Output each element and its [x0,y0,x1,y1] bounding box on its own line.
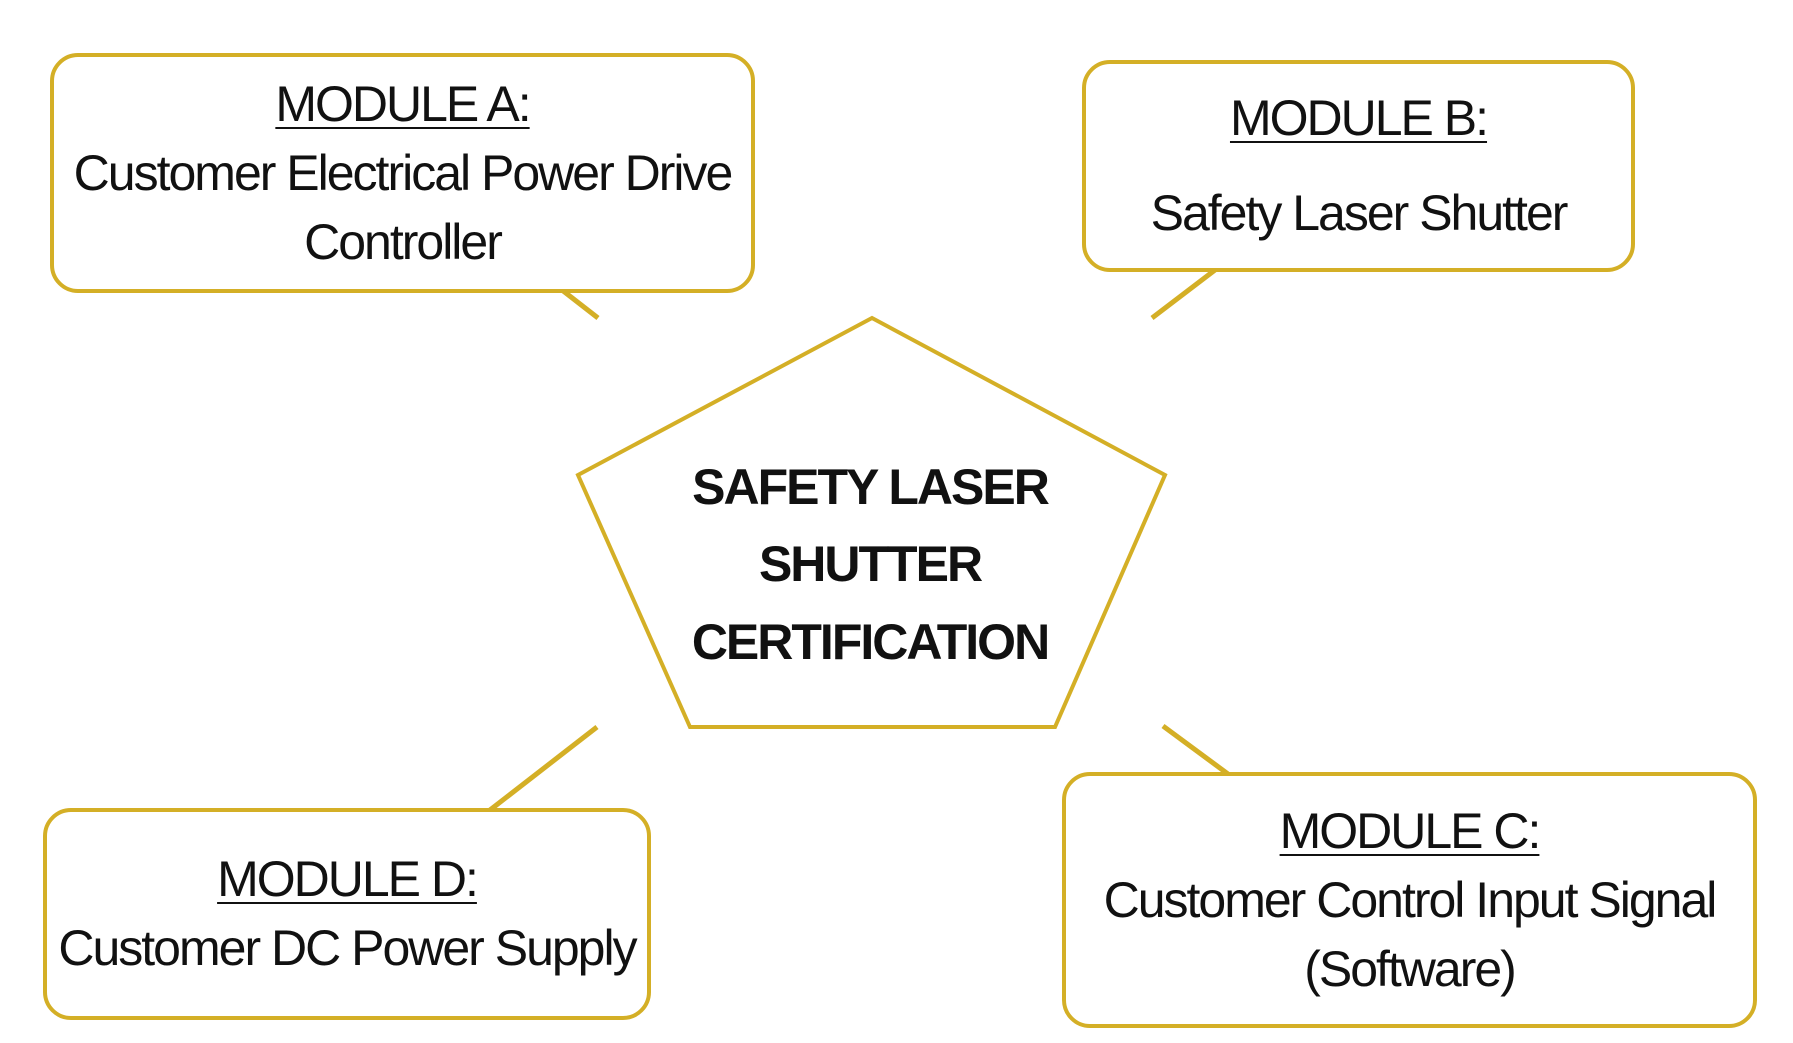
module-a-description-line-2: Controller [304,213,503,270]
module-b-title: MODULE B: [1229,90,1489,146]
module-d-title: MODULE D: [217,851,479,907]
module-c-box: MODULE C: Customer Control Input Signal … [1062,772,1757,1028]
module-c-title: MODULE C: [1279,802,1542,859]
connector-module-a [560,288,600,320]
module-a-description-line-1: Customer Electrical Power Drive [73,144,734,201]
module-d-box: MODULE D: Customer DC Power Supply [43,808,651,1020]
module-a-box: MODULE A: Customer Electrical Power Driv… [50,53,755,293]
center-line-2: SHUTTER [758,536,983,593]
center-certification-label: SAFETY LASER SHUTTER CERTIFICATION [640,440,1100,690]
connector-module-c [1161,723,1230,777]
module-b-box: MODULE B: Safety Laser Shutter [1082,60,1635,272]
center-line-1: SAFETY LASER [692,458,1050,515]
module-c-description-line-1: Customer Control Input Signal [1103,871,1718,928]
connector-module-d [488,725,599,812]
module-b-description-line-1: Safety Laser Shutter [1150,185,1569,241]
center-line-3: CERTIFICATION [691,613,1050,670]
module-d-description-line-1: Customer DC Power Supply [58,920,637,976]
module-c-description-line-2: (Software) [1304,940,1517,997]
center-pentagon [575,315,1168,729]
connector-module-b [1150,268,1217,320]
module-a-title: MODULE A: [275,75,531,132]
